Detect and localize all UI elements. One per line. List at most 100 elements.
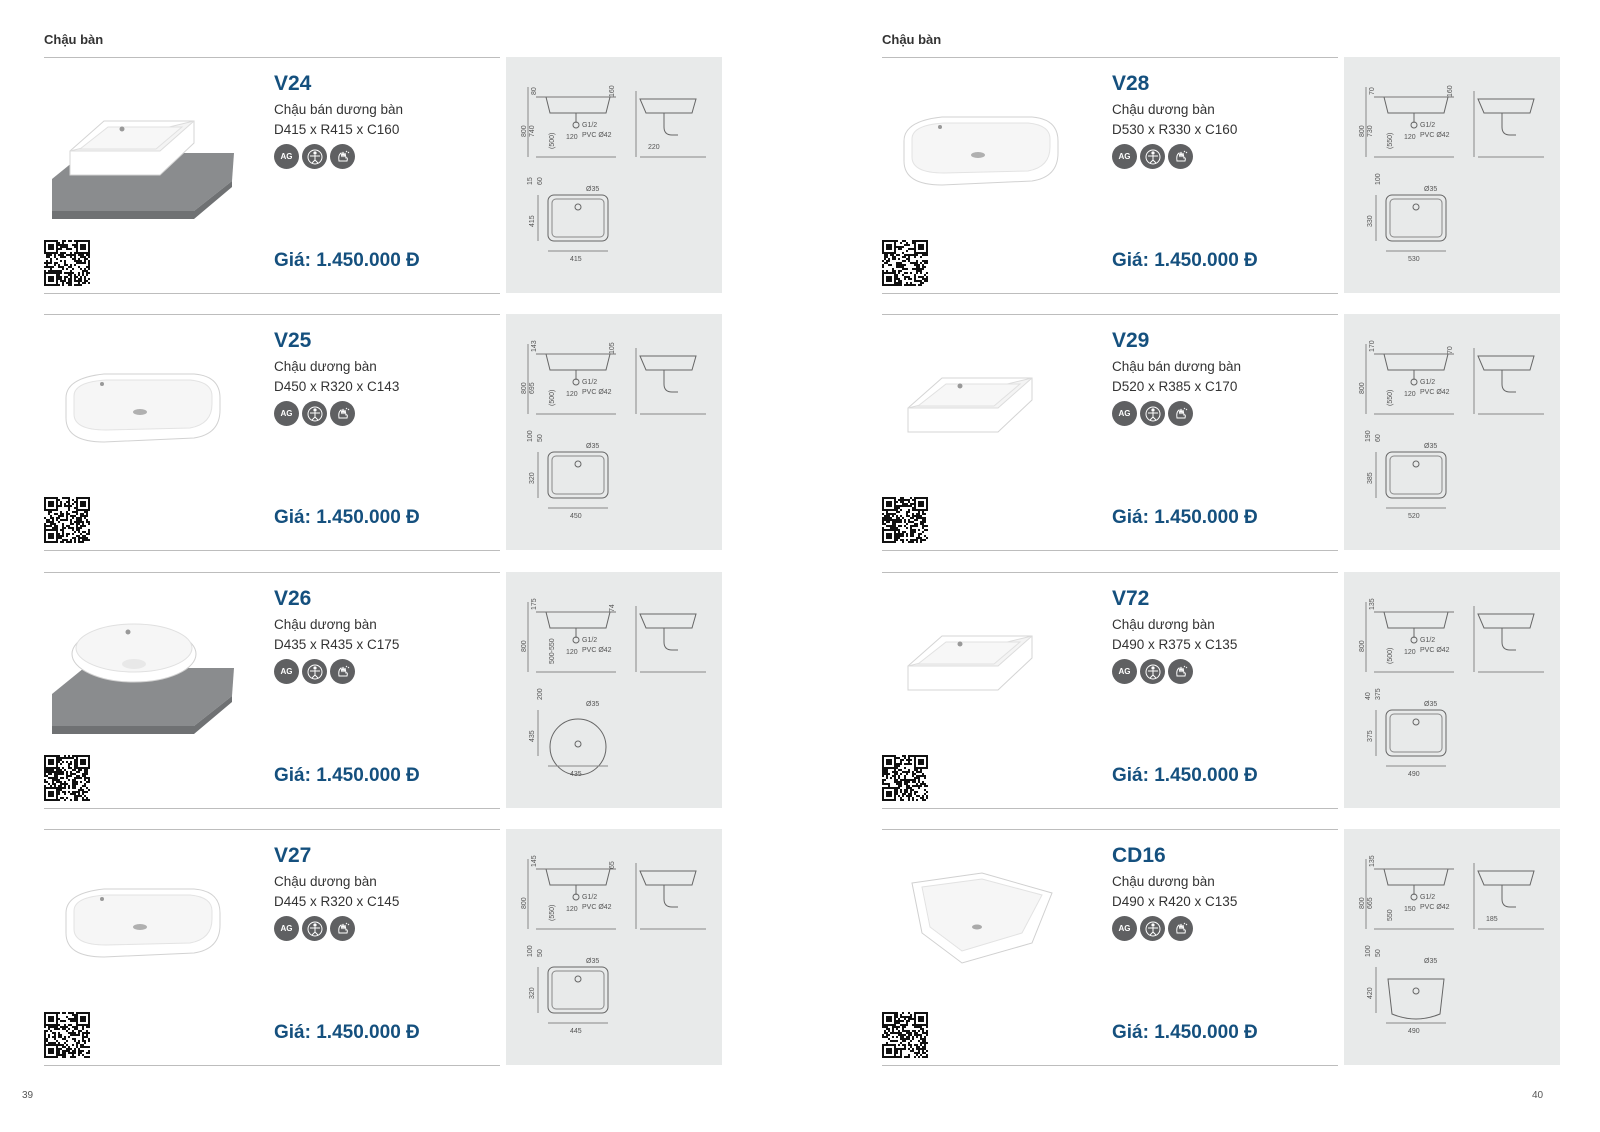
feature-badges: AG	[274, 144, 355, 169]
product-model: V25	[274, 329, 312, 352]
svg-text:170: 170	[1369, 340, 1376, 352]
qr-code[interactable]	[44, 240, 90, 286]
product-dimensions: D450 x R320 x C143	[274, 379, 400, 394]
product-type: Chậu dương bàn	[1112, 617, 1215, 632]
page-number-right: 40	[1532, 1090, 1544, 1101]
svg-text:220: 220	[648, 144, 660, 151]
svg-text:PVC Ø42: PVC Ø42	[582, 389, 612, 396]
divider	[44, 572, 500, 573]
svg-text:800: 800	[1359, 382, 1366, 394]
svg-text:PVC Ø42: PVC Ø42	[1420, 132, 1450, 139]
svg-text:665: 665	[1367, 897, 1374, 909]
svg-text:PVC Ø42: PVC Ø42	[582, 647, 612, 654]
svg-text:143: 143	[531, 340, 538, 352]
hand-clean-icon	[330, 916, 355, 941]
svg-text:740: 740	[529, 125, 536, 137]
qr-code[interactable]	[882, 497, 928, 543]
product-dimensions: D520 x R385 x C170	[1112, 379, 1238, 394]
product-type: Chậu dương bàn	[1112, 874, 1215, 889]
divider	[882, 293, 1338, 294]
divider	[882, 808, 1338, 809]
product-photo	[882, 81, 1082, 221]
svg-text:60: 60	[1375, 434, 1382, 442]
product-model: CD16	[1112, 844, 1166, 867]
svg-text:385: 385	[1367, 472, 1374, 484]
product-photo	[882, 853, 1082, 993]
svg-text:100: 100	[527, 945, 534, 957]
product-photo	[882, 596, 1082, 736]
qr-code[interactable]	[882, 1012, 928, 1058]
svg-text:PVC Ø42: PVC Ø42	[1420, 647, 1450, 654]
svg-text:800: 800	[521, 382, 528, 394]
svg-text:800: 800	[1359, 897, 1366, 909]
svg-text:800: 800	[521, 897, 528, 909]
svg-text:G1/2: G1/2	[1420, 894, 1435, 901]
svg-text:190: 190	[1365, 430, 1372, 442]
svg-text:Ø35: Ø35	[586, 443, 599, 450]
svg-text:330: 330	[1367, 215, 1374, 227]
product-type: Chậu dương bàn	[274, 874, 377, 889]
product-dimensions: D435 x R435 x C175	[274, 637, 400, 652]
product-type: Chậu dương bàn	[1112, 102, 1215, 117]
hand-clean-icon	[1168, 401, 1193, 426]
svg-text:800: 800	[521, 125, 528, 137]
product-model: V28	[1112, 72, 1150, 95]
ag-ceramic-icon: AG	[274, 916, 299, 941]
product-price: Giá: 1.450.000 Đ	[274, 250, 420, 271]
svg-text:100: 100	[1365, 945, 1372, 957]
svg-text:120: 120	[566, 134, 578, 141]
qr-code[interactable]	[44, 497, 90, 543]
product-type: Chậu dương bàn	[274, 617, 377, 632]
hand-clean-icon	[330, 401, 355, 426]
svg-text:695: 695	[529, 382, 536, 394]
svg-text:50: 50	[537, 949, 544, 957]
product-price: Giá: 1.450.000 Đ	[1112, 765, 1258, 786]
svg-text:60: 60	[537, 177, 544, 185]
product-price: Giá: 1.450.000 Đ	[274, 765, 420, 786]
svg-text:120: 120	[1404, 134, 1416, 141]
divider	[882, 1065, 1338, 1066]
feature-badges: AG	[1112, 401, 1193, 426]
product-dimensions: D490 x R420 x C135	[1112, 894, 1238, 909]
svg-text:74: 74	[609, 604, 616, 612]
qr-code[interactable]	[882, 240, 928, 286]
svg-text:435: 435	[529, 730, 536, 742]
feature-badges: AG	[274, 916, 355, 941]
svg-text:G1/2: G1/2	[1420, 379, 1435, 386]
svg-text:800: 800	[1359, 125, 1366, 137]
feature-badges: AG	[274, 401, 355, 426]
svg-text:420: 420	[1367, 987, 1374, 999]
qr-code[interactable]	[44, 755, 90, 801]
section-title: Chậu bàn	[882, 32, 942, 47]
hand-clean-icon	[330, 144, 355, 169]
svg-text:160: 160	[609, 85, 616, 97]
product-model: V29	[1112, 329, 1150, 352]
divider	[44, 57, 500, 58]
human-figure-icon	[302, 401, 327, 426]
ag-ceramic-icon: AG	[274, 659, 299, 684]
svg-text:175: 175	[531, 598, 538, 610]
svg-text:(500): (500)	[1387, 648, 1394, 664]
svg-text:PVC Ø42: PVC Ø42	[1420, 389, 1450, 396]
svg-text:40: 40	[1365, 692, 1372, 700]
svg-text:100: 100	[1375, 173, 1382, 185]
product-type: Chậu bán dương bàn	[1112, 359, 1241, 374]
svg-text:Ø35: Ø35	[586, 958, 599, 965]
page-number-left: 39	[22, 1090, 34, 1101]
ag-ceramic-icon: AG	[1112, 401, 1137, 426]
svg-text:(500): (500)	[549, 133, 556, 149]
human-figure-icon	[1140, 916, 1165, 941]
hand-clean-icon	[330, 659, 355, 684]
svg-text:490: 490	[1408, 1028, 1420, 1035]
qr-code[interactable]	[44, 1012, 90, 1058]
qr-code[interactable]	[882, 755, 928, 801]
svg-text:G1/2: G1/2	[582, 379, 597, 386]
svg-text:120: 120	[566, 391, 578, 398]
svg-text:70: 70	[1369, 87, 1376, 95]
